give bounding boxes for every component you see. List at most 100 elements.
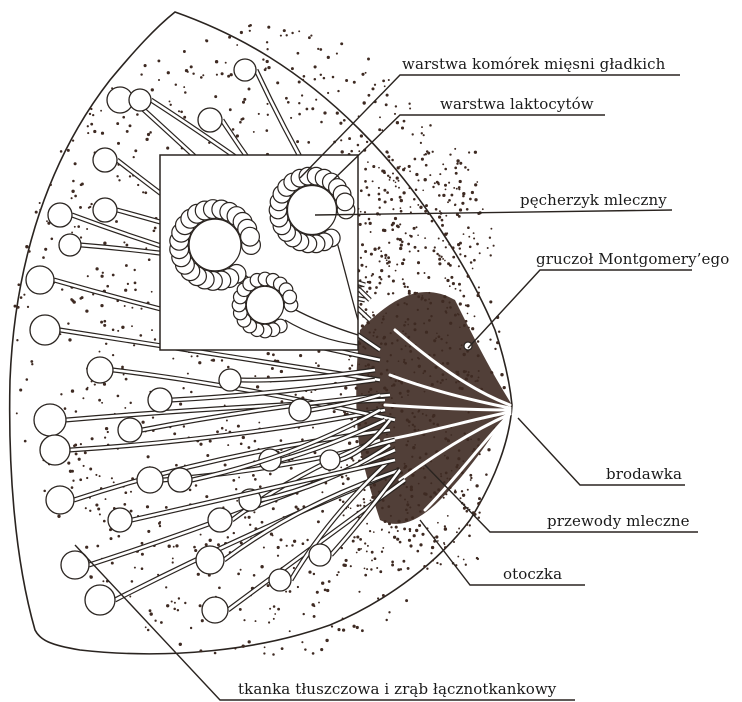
fat-dot <box>214 95 217 98</box>
fat-dot <box>373 531 375 533</box>
lobule-bulb <box>137 467 163 493</box>
fat-dot <box>386 94 389 97</box>
fat-dot <box>458 215 461 218</box>
lobule-bulb <box>208 508 232 532</box>
fat-dot <box>117 142 120 145</box>
fat-dot <box>308 36 311 39</box>
fat-dot <box>360 189 363 192</box>
fat-dot <box>337 90 339 92</box>
fat-dot <box>166 147 169 150</box>
fat-dot <box>455 288 457 290</box>
fat-dot <box>473 259 476 262</box>
fat-dot <box>370 500 372 502</box>
fat-dot <box>30 360 33 363</box>
fat-dot <box>370 253 373 256</box>
fat-dot <box>360 264 363 267</box>
fat-dot <box>399 247 402 250</box>
fat-dot <box>133 344 135 346</box>
fat-dot <box>180 110 183 113</box>
fat-dot <box>447 515 449 517</box>
fat-dot <box>200 534 202 536</box>
fat-dot <box>372 165 375 168</box>
fat-dot <box>350 150 353 153</box>
fat-dot <box>262 58 264 60</box>
fat-dot <box>101 132 104 135</box>
fat-dot <box>403 120 406 123</box>
fat-dot <box>423 134 425 136</box>
fat-dot <box>134 269 136 271</box>
fat-dot <box>304 648 306 650</box>
fat-dot <box>408 165 411 168</box>
fat-dot <box>341 150 344 153</box>
fat-dot <box>409 528 412 531</box>
fat-dot <box>413 227 416 230</box>
fat-dot <box>68 338 71 341</box>
fat-dot <box>346 477 349 480</box>
fat-dot <box>438 258 441 261</box>
fat-dot <box>408 187 410 189</box>
fat-dot <box>395 185 397 187</box>
fat-dot <box>236 500 238 502</box>
fat-dot <box>265 129 268 132</box>
fat-dot <box>86 228 88 230</box>
fat-dot <box>267 66 270 69</box>
fat-dot <box>89 113 91 115</box>
fat-dot <box>466 524 468 526</box>
fat-dot <box>393 536 396 539</box>
fat-dot <box>360 134 363 137</box>
fat-dot <box>165 586 167 588</box>
fat-dot <box>129 124 132 127</box>
fat-dot <box>378 167 380 169</box>
fat-dot <box>315 362 317 364</box>
fat-dot <box>201 619 204 622</box>
fat-dot <box>378 128 381 131</box>
fat-dot <box>103 242 106 245</box>
fat-dot <box>221 72 224 75</box>
fat-dot <box>319 48 322 51</box>
fat-dot <box>377 597 379 599</box>
fat-dot <box>232 479 235 482</box>
fat-dot <box>264 646 266 648</box>
fat-dot <box>340 393 342 395</box>
fat-dot <box>348 442 351 445</box>
fat-dot <box>389 176 391 178</box>
fat-dot <box>287 101 290 104</box>
fat-dot <box>73 444 76 447</box>
fat-dot <box>100 304 103 307</box>
lobule-bulb <box>26 266 54 294</box>
fat-dot <box>178 110 180 112</box>
lobule-bulb <box>289 399 311 421</box>
fat-dot <box>286 34 288 36</box>
fat-dot <box>317 520 320 523</box>
fat-dot <box>103 520 106 523</box>
fat-dot <box>364 222 366 224</box>
fat-dot <box>145 626 147 628</box>
fat-dot <box>274 613 276 615</box>
fat-dot <box>421 158 424 161</box>
fat-dot <box>151 329 153 331</box>
fat-dot <box>277 608 280 611</box>
fat-dot <box>350 565 352 567</box>
fat-dot <box>442 163 444 165</box>
fat-dot <box>267 114 269 116</box>
fat-dot <box>467 226 470 229</box>
fat-dot <box>302 542 305 545</box>
fat-dot <box>457 243 460 246</box>
fat-dot <box>363 501 365 503</box>
fat-dot <box>258 422 260 424</box>
fat-dot <box>445 246 447 248</box>
lobule-bulb <box>129 89 151 111</box>
fat-dot <box>44 248 47 251</box>
fat-dot <box>100 110 102 112</box>
fat-dot <box>173 546 175 548</box>
fat-dot <box>172 557 174 559</box>
label-lactocytes: warstwa laktocytów <box>440 95 594 113</box>
fat-dot <box>366 186 369 189</box>
fat-dot <box>387 293 390 296</box>
lobule-bulb <box>59 234 81 256</box>
fat-dot <box>464 166 467 169</box>
fat-dot <box>364 568 366 570</box>
fat-dot <box>80 443 82 445</box>
fat-dot <box>413 198 416 201</box>
label-ducts: przewody mleczne <box>547 512 690 530</box>
